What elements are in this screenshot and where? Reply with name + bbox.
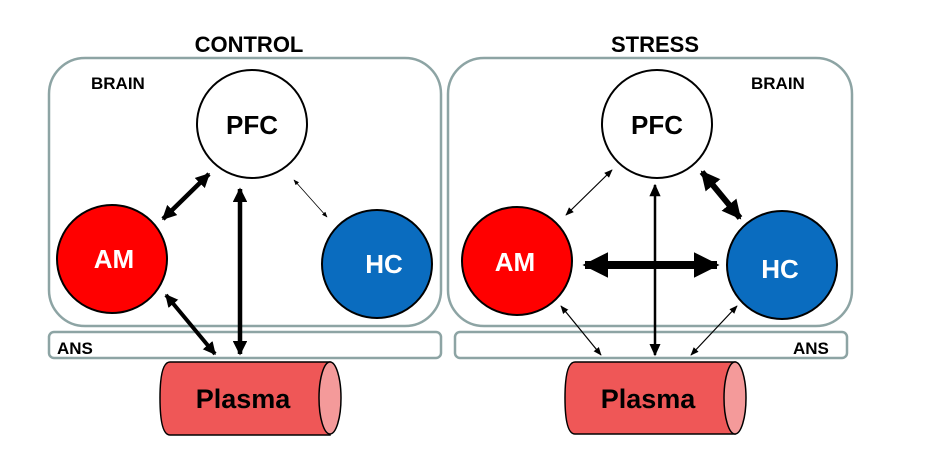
- hc-label: HC: [365, 249, 403, 279]
- arrow-pfc-hc: [699, 170, 743, 220]
- ans-region-box: [453, 330, 849, 360]
- pfc-label: PFC: [631, 110, 683, 140]
- pfc-label: PFC: [226, 110, 278, 140]
- stress-panel: STRESS BRAIN ANS PFC AM HC Plasma: [446, 32, 854, 435]
- arrow-am-plasma: [560, 305, 602, 356]
- ans-label: ANS: [57, 339, 93, 358]
- control-title: CONTROL: [195, 32, 304, 57]
- stress-title: STRESS: [611, 32, 699, 57]
- pfc-node: PFC: [601, 69, 713, 179]
- hc-node: HC: [321, 209, 433, 319]
- control-panel: CONTROL BRAIN ANS PFC AM HC Plasma: [47, 32, 443, 436]
- arrow-am-plasma: [164, 293, 217, 356]
- arrow-pfc-am: [161, 172, 211, 221]
- am-label: AM: [495, 247, 535, 277]
- am-node: AM: [56, 204, 168, 314]
- plasma-label: Plasma: [601, 384, 697, 414]
- hc-label: HC: [761, 254, 799, 284]
- arrow-hc-plasma: [690, 305, 738, 356]
- hc-node: HC: [726, 210, 838, 320]
- am-node: AM: [461, 206, 573, 316]
- ans-region-box: [47, 330, 443, 360]
- arrow-pfc-am: [565, 169, 613, 216]
- brain-label: BRAIN: [91, 74, 145, 93]
- arrow-pfc-hc: [293, 179, 328, 218]
- pfc-node: PFC: [196, 69, 308, 179]
- am-label: AM: [94, 244, 134, 274]
- plasma-label: Plasma: [196, 384, 292, 414]
- plasma-cylinder: Plasma: [159, 361, 342, 436]
- plasma-cylinder: Plasma: [564, 361, 747, 435]
- ans-label: ANS: [793, 339, 829, 358]
- brain-label: BRAIN: [751, 74, 805, 93]
